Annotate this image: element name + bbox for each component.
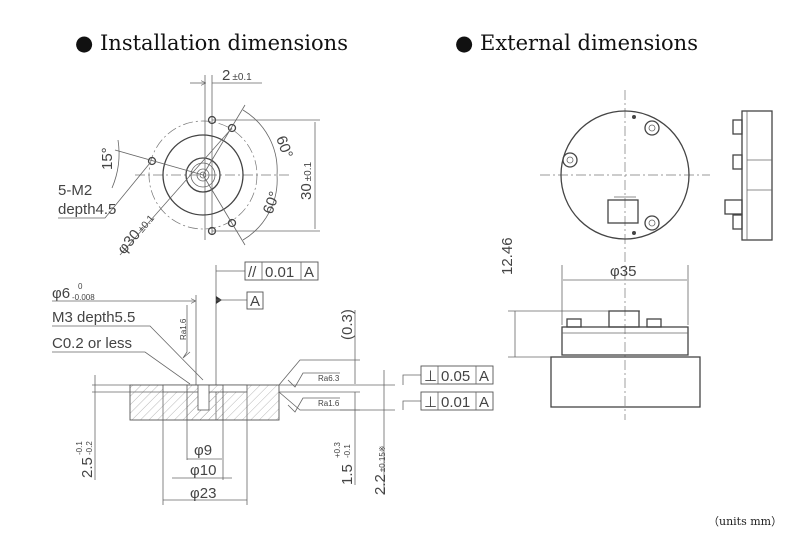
perpendicularity-frame-1: ⊥ 0.05 A (420, 365, 494, 385)
holes-depth-label: depth4.5 (58, 201, 116, 218)
depth2-dim: 2.2±0.15※ (372, 445, 389, 495)
svg-text:A: A (479, 394, 489, 411)
svg-text:⊥: ⊥ (424, 394, 437, 411)
ra-top: Ra6.3 (318, 374, 340, 383)
installation-section-view: // 0.01 A A φ6 0 -0.008 M3 depth5.5 C0.2… (52, 261, 494, 505)
d9-dim: φ9 (194, 442, 212, 459)
recess-tol-lower: -0.2 (85, 441, 94, 455)
pcd-dim: φ30±0.1 (114, 210, 158, 258)
height-dim: 30±0.1 (298, 161, 315, 200)
perpendicularity-frame-2: ⊥ 0.01 A (420, 391, 494, 411)
mounting-holes (147, 115, 237, 236)
shaft-dim: φ6 (52, 285, 70, 302)
external-title: ● External dimensions (455, 31, 698, 55)
installation-top-view: 2±0.1 30±0.1 60° 60° 15° 5-M2 depth4.5 φ… (58, 67, 320, 258)
holes-label: 5-M2 (58, 182, 92, 199)
svg-text:0.01: 0.01 (441, 394, 470, 411)
svg-text://: // (248, 264, 257, 281)
d10-dim: φ10 (190, 462, 216, 479)
recess-tol-upper: -0.1 (75, 441, 84, 455)
shaft-tol-upper: 0 (78, 282, 83, 291)
datum-a: A (250, 293, 260, 310)
svg-text:0.01: 0.01 (265, 264, 294, 281)
parallelism-frame: // 0.01 A (244, 261, 319, 281)
angle-60-upper: 60° (272, 134, 296, 161)
tapped-hole-label: M3 depth5.5 (52, 309, 135, 326)
chamfer-label: C0.2 or less (52, 335, 132, 352)
depth1-dim: 1.5 (339, 464, 356, 485)
depth1-tol-upper: +0.3 (333, 442, 342, 458)
angle-15: 15° (99, 147, 116, 170)
units-note: （units mm） (708, 515, 782, 528)
offset-dim: 2±0.1 (222, 67, 252, 84)
external-diameter: φ35 (610, 263, 636, 280)
shaft-tol-lower: -0.008 (72, 293, 95, 302)
gap-dim: (0.3) (339, 309, 356, 340)
svg-text:A: A (304, 264, 314, 281)
external-views: φ35 12.46 (499, 90, 773, 420)
installation-title: ● Installation dimensions (75, 31, 348, 55)
depth1-tol-lower: -0.1 (343, 444, 352, 458)
external-height: 12.46 (499, 237, 516, 275)
angle-60-lower: 60° (260, 189, 284, 216)
svg-text:A: A (479, 368, 489, 385)
svg-text:0.05: 0.05 (441, 368, 470, 385)
d23-dim: φ23 (190, 485, 216, 502)
ra-shaft: Ra1.6 (179, 318, 188, 340)
svg-text:⊥: ⊥ (424, 368, 437, 385)
ra-bottom: Ra1.6 (318, 399, 340, 408)
recess-dim: 2.5 (79, 457, 96, 478)
